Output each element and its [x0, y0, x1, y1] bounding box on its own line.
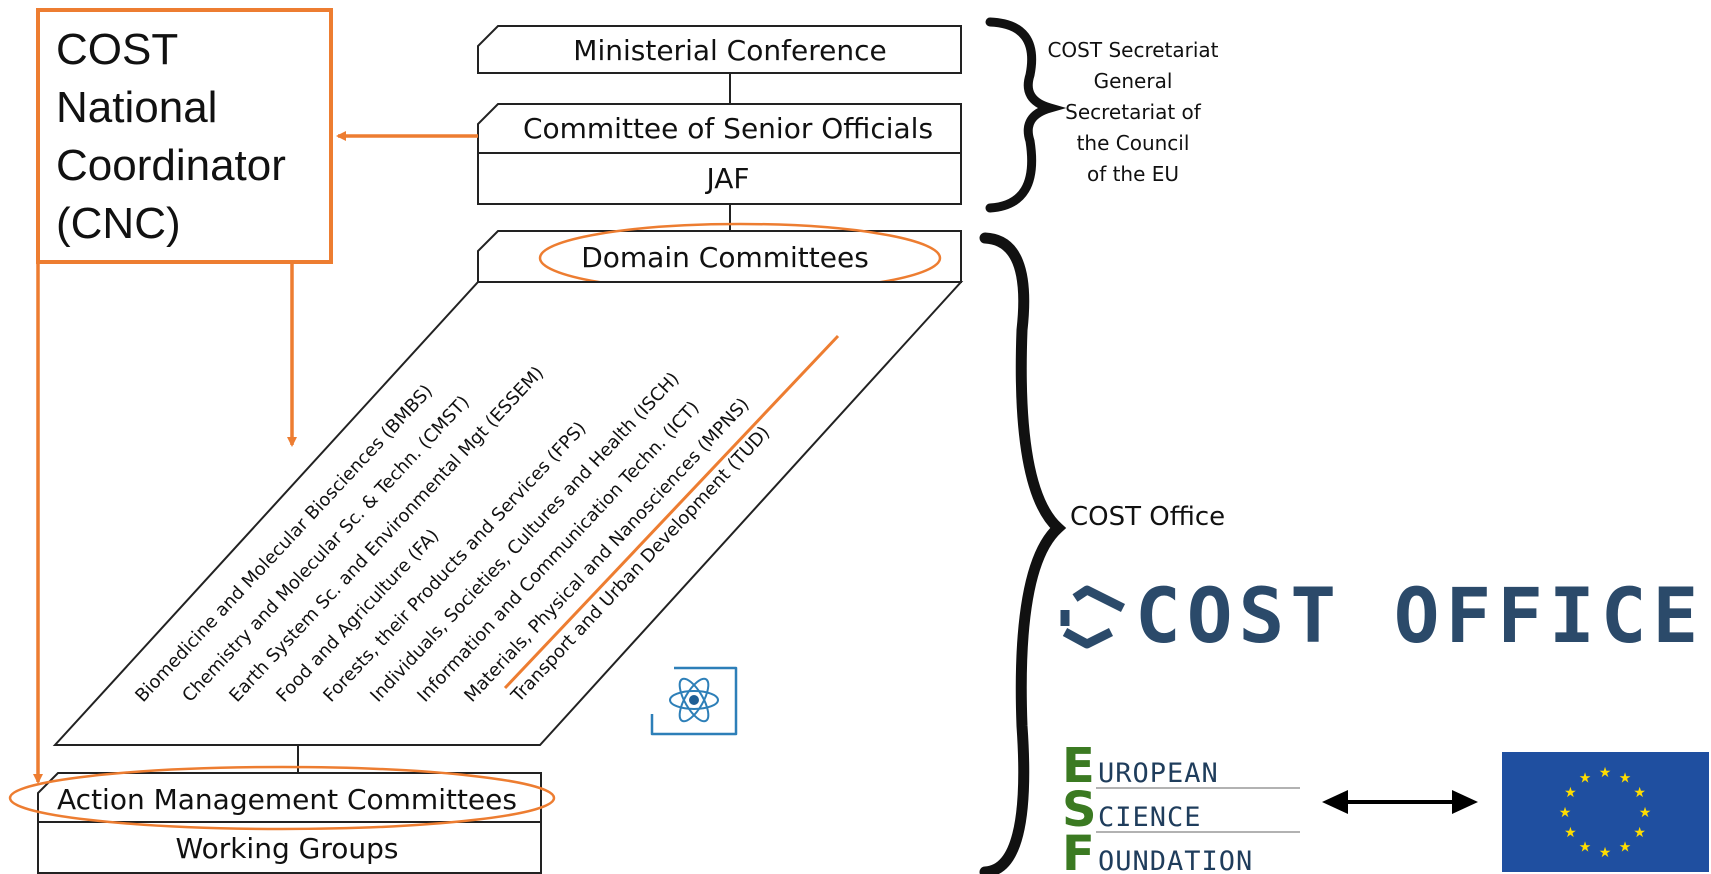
ministerial-conference-box: Ministerial Conference [477, 25, 962, 74]
amc-label: Action Management Committees [57, 783, 517, 816]
secretariat-line-4: the Council [1077, 131, 1190, 155]
cnc-line-4: (CNC) [56, 199, 181, 248]
working-groups-label: Working Groups [176, 832, 399, 865]
esf-letter-f: F [1062, 826, 1095, 874]
cnc-line-3: Coordinator [56, 141, 286, 190]
eu-star-icon: ★ [1564, 785, 1577, 801]
domain-committees-label: Domain Committees [581, 241, 869, 274]
secretariat-brace [985, 17, 1067, 213]
double-arrow-icon [1322, 790, 1478, 814]
secretariat-text: COST Secretariat General Secretariat of … [1047, 38, 1218, 186]
cnc-line-1: COST [56, 25, 178, 74]
jaf-label: JAF [704, 162, 749, 195]
secretariat-line-3: Secretariat of [1065, 100, 1202, 124]
cso-label: Committee of Senior Officials [523, 112, 933, 145]
esf-word-1: UROPEAN [1098, 758, 1219, 789]
domain-committees-box: Domain Committees [477, 230, 962, 283]
cost-office-logo: COST OFFICE [1060, 571, 1704, 660]
cost-office-logo-icon [1060, 585, 1126, 649]
secretariat-line-2: General [1094, 69, 1173, 93]
esf-letter-s: S [1062, 782, 1097, 838]
amc-highlight [8, 765, 556, 831]
cnc-line-2: National [56, 83, 217, 132]
secretariat-line-5: of the EU [1087, 162, 1179, 186]
esf-word-2: CIENCE [1098, 802, 1202, 833]
cso-jaf-box: Committee of Senior Officials JAF [477, 103, 962, 205]
eu-star-icon: ★ [1619, 770, 1632, 786]
cost-office-brace [979, 232, 1067, 874]
amc-wg-box: Action Management Committees Working Gro… [37, 772, 542, 874]
eu-star-icon: ★ [1559, 805, 1572, 821]
mpns-underline-highlight [503, 334, 840, 690]
esf-word-3: OUNDATION [1098, 846, 1253, 874]
eu-star-icon: ★ [1579, 770, 1592, 786]
eu-star-icon: ★ [1633, 785, 1646, 801]
eu-star-icon: ★ [1599, 845, 1612, 861]
eu-star-icon: ★ [1599, 765, 1612, 781]
esf-logo: E S F UROPEAN CIENCE OUNDATION [1062, 738, 1300, 874]
eu-star-icon: ★ [1639, 805, 1652, 821]
cost-office-logo-text: COST OFFICE [1135, 571, 1704, 660]
cost-office-label: COST Office [1070, 502, 1225, 532]
atom-icon [650, 666, 738, 736]
esf-letter-e: E [1062, 738, 1095, 794]
eu-star-icon: ★ [1564, 825, 1577, 841]
ministerial-conference-label: Ministerial Conference [573, 34, 886, 67]
eu-star-icon: ★ [1579, 840, 1592, 856]
eu-star-icon: ★ [1619, 840, 1632, 856]
secretariat-line-1: COST Secretariat [1047, 38, 1218, 62]
eu-flag-icon: ★★★★★★★★★★★★ [1502, 752, 1709, 872]
cnc-box: COST National Coordinator (CNC) [36, 8, 333, 264]
eu-star-icon: ★ [1633, 825, 1646, 841]
domains-parallelogram [52, 281, 964, 746]
